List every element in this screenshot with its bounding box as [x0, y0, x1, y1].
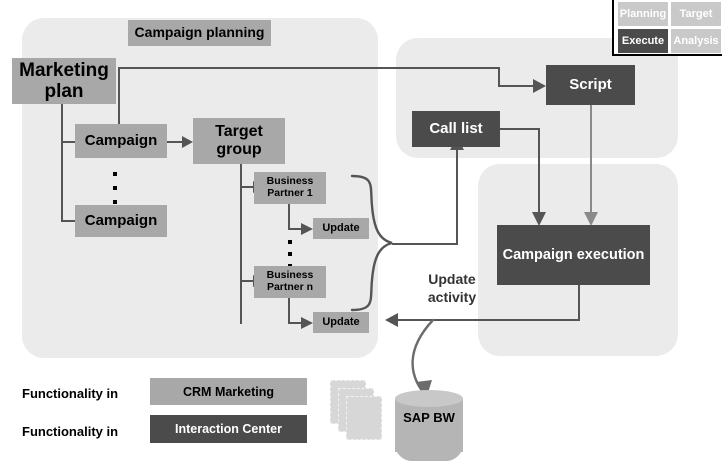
connector-campaign-up — [118, 67, 120, 127]
document-stack-front — [346, 396, 382, 440]
connector-calllist-to-execution — [538, 128, 540, 224]
node-script[interactable]: Script — [546, 65, 635, 105]
node-business-partner-n[interactable]: Business Partner n — [254, 266, 326, 298]
connector-bp1-to-update — [288, 228, 310, 230]
connector-brace-to-calllist-horizontal — [392, 243, 458, 245]
connector-script-to-execution — [590, 105, 592, 223]
connector-bpn-to-update — [288, 322, 310, 324]
connector-execution-down — [578, 285, 580, 321]
node-campaign-n[interactable]: Campaign — [75, 205, 167, 237]
phase-chip-planning[interactable]: Planning — [618, 2, 668, 26]
connector-execution-to-update-activity — [398, 319, 580, 321]
connector-calllist-riser — [456, 150, 458, 245]
connector-calllist-out — [500, 128, 540, 130]
connector-target-group-spine — [240, 164, 242, 324]
database-cylinder-bottom — [395, 444, 463, 461]
database-label-sap-bw: SAP BW — [403, 410, 455, 425]
legend-box-interaction-center: Interaction Center — [150, 415, 307, 443]
connector-spine-to-campaign-1 — [61, 141, 75, 143]
node-marketing-plan[interactable]: Marketing plan — [12, 58, 116, 104]
node-target-group[interactable]: Target group — [193, 118, 285, 164]
business-partner-ellipsis — [287, 240, 293, 268]
node-update-n[interactable]: Update — [313, 312, 369, 333]
connector-campaign-to-script-horizontal — [118, 67, 500, 69]
node-update-1[interactable]: Update — [313, 218, 369, 239]
phase-chip-execute[interactable]: Execute — [618, 29, 668, 53]
connector-spine-to-campaign-n — [61, 220, 75, 222]
edge-label-update-activity: Update activity — [427, 271, 477, 306]
connector-script-enter — [498, 85, 538, 87]
connector-target-to-bp1 — [240, 186, 254, 188]
phase-chip-analysis[interactable]: Analysis — [671, 29, 721, 53]
connector-marketing-plan-spine — [61, 104, 63, 222]
connector-target-to-bpn — [240, 280, 254, 282]
node-call-list[interactable]: Call list — [412, 111, 500, 147]
connector-campaign-to-target-group — [166, 141, 191, 143]
connector-bpn-down — [288, 297, 290, 323]
connector-bp1-down — [288, 203, 290, 229]
diagram-title: Campaign planning — [128, 20, 271, 46]
node-business-partner-1[interactable]: Business Partner 1 — [254, 172, 326, 204]
phase-legend: Planning Target Execute Analysis — [612, 0, 722, 56]
connector-script-drop — [498, 67, 500, 86]
phase-chip-target[interactable]: Target — [671, 2, 721, 26]
node-campaign-1[interactable]: Campaign — [75, 124, 167, 158]
legend-prefix-ic: Functionality in — [22, 424, 119, 439]
database-cylinder-top — [395, 390, 463, 407]
campaign-ellipsis — [112, 172, 118, 204]
node-campaign-execution[interactable]: Campaign execution — [497, 225, 650, 285]
legend-box-crm-marketing: CRM Marketing — [150, 378, 307, 405]
database-cylinder-body — [395, 398, 463, 452]
legend-prefix-crm: Functionality in — [22, 386, 119, 401]
